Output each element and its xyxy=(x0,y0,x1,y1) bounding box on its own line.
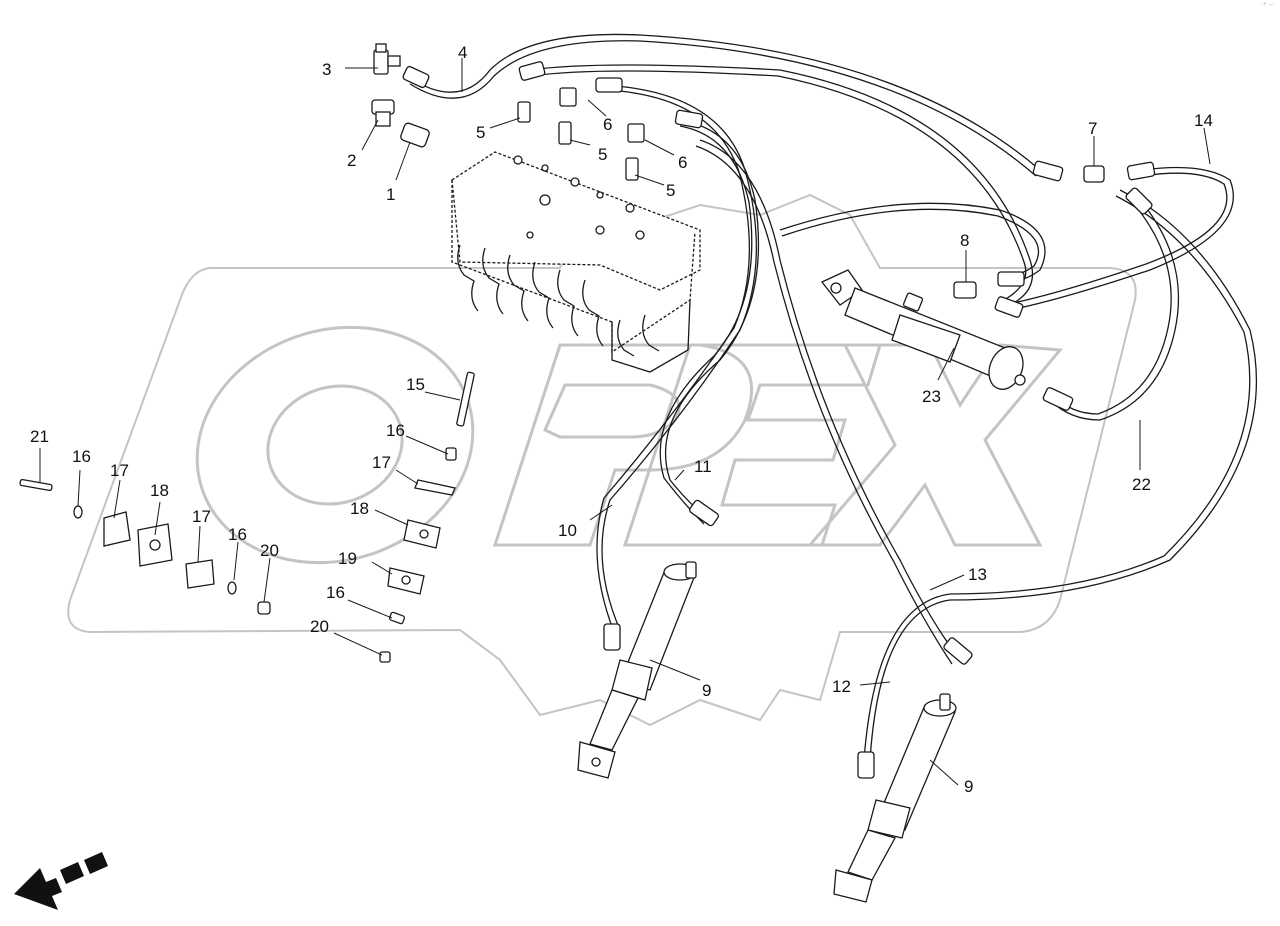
elbow-fitting-2 xyxy=(371,99,395,127)
part-label-6b: 6 xyxy=(678,153,687,172)
part-label-18-a: 18 xyxy=(150,481,169,500)
part-label-9-left: 9 xyxy=(702,681,711,700)
part-label-10: 10 xyxy=(558,521,577,540)
part-label-20-a: 20 xyxy=(260,541,279,560)
nipple-fitting-5a xyxy=(517,101,531,123)
part-label-17-c: 17 xyxy=(192,507,211,526)
elbow-fitting-7 xyxy=(1083,165,1105,183)
hoses xyxy=(409,33,1258,761)
manifold-sections xyxy=(457,244,660,357)
part-label-16-a: 16 xyxy=(386,421,405,440)
nipple-fitting-5b xyxy=(558,121,572,145)
part-label-11: 11 xyxy=(694,457,712,476)
elbow-fitting-8 xyxy=(953,281,977,299)
part-label-13: 13 xyxy=(968,565,987,584)
part-label-18-b: 18 xyxy=(350,499,369,518)
hose-ends xyxy=(402,61,1156,779)
hydraulic-cylinder-9-right xyxy=(833,693,957,903)
part-label-12: 12 xyxy=(832,677,851,696)
part-label-14: 14 xyxy=(1194,111,1213,130)
part-label-3: 3 xyxy=(322,60,331,79)
part-label-1: 1 xyxy=(386,185,395,204)
part-label-21: 21 xyxy=(30,427,49,446)
part-label-5c: 5 xyxy=(666,181,675,200)
part-label-7: 7 xyxy=(1088,119,1097,138)
tee-fitting-3 xyxy=(373,43,401,75)
valve-manifold-block xyxy=(451,151,701,373)
part-label-4: 4 xyxy=(458,43,467,62)
part-label-6a: 6 xyxy=(603,115,612,134)
nipple-fitting-5c xyxy=(625,157,639,181)
part-label-16-c: 16 xyxy=(228,525,247,544)
leader-lines xyxy=(39,58,1211,786)
part-label-20-b: 20 xyxy=(310,617,329,636)
adapter-fitting-1 xyxy=(400,122,430,148)
part-label-15: 15 xyxy=(406,375,425,394)
part-label-16-b: 16 xyxy=(72,447,91,466)
hydraulic-cylinder-23 xyxy=(820,269,1026,390)
watermark-gear xyxy=(67,193,1137,727)
part-label-16-d: 16 xyxy=(326,583,345,602)
part-label-23: 23 xyxy=(922,387,941,406)
part-label-17-a: 17 xyxy=(372,453,391,472)
corner-mark: ·° ··· xyxy=(1261,2,1274,9)
part-label-5a: 5 xyxy=(476,123,485,142)
part-label-9-right: 9 xyxy=(964,777,973,796)
part-label-22: 22 xyxy=(1132,475,1151,494)
direction-arrow-icon xyxy=(14,852,108,910)
part-label-2: 2 xyxy=(347,151,356,170)
elbow-fitting-6b xyxy=(627,123,645,143)
elbow-fitting-6a xyxy=(559,87,577,107)
manifold-ports xyxy=(513,155,645,240)
part-label-19: 19 xyxy=(338,549,357,568)
clamp-hardware xyxy=(19,371,475,663)
hydraulic-cylinder-9-left xyxy=(577,561,697,779)
part-labels: 3 4 2 1 5 5 5 6 6 7 8 9 9 10 11 12 13 14… xyxy=(30,43,1213,796)
part-label-8: 8 xyxy=(960,231,969,250)
part-label-5b: 5 xyxy=(598,145,607,164)
part-label-17-b: 17 xyxy=(110,461,129,480)
